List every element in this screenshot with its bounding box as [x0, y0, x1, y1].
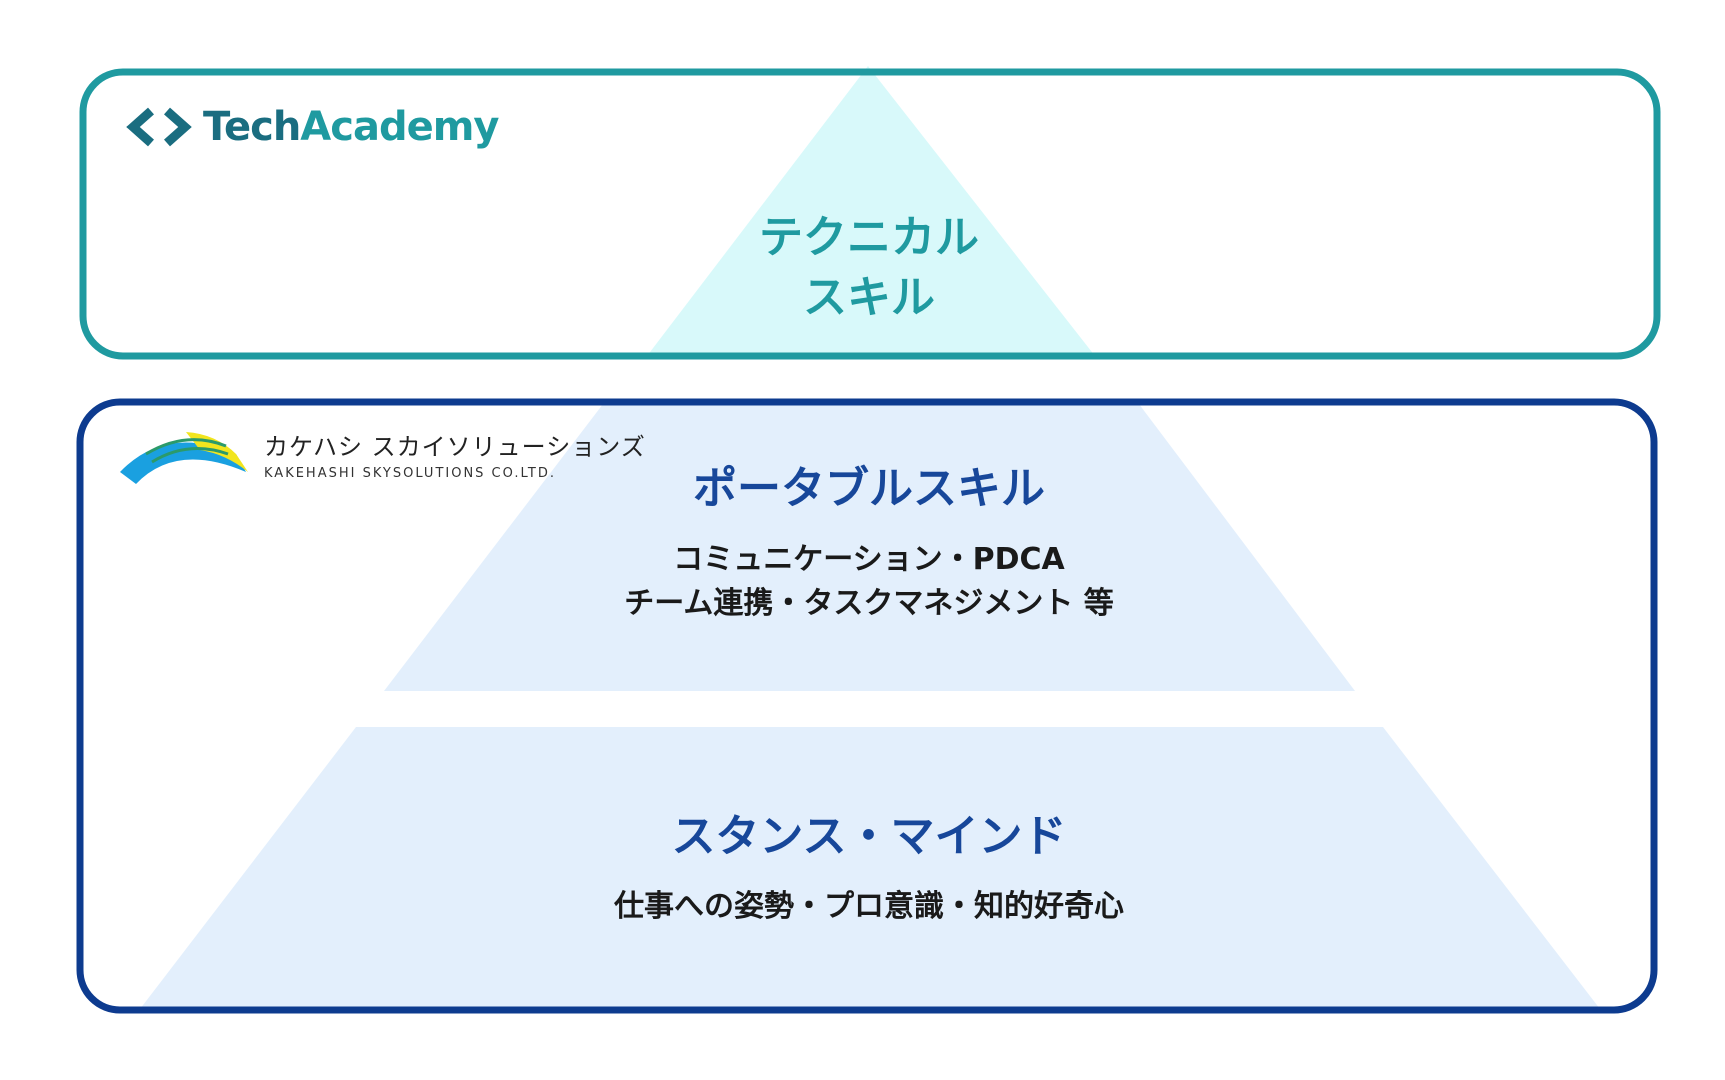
techacademy-logo: TechAcademy [125, 104, 499, 150]
kakehashi-name-en: KAKEHASHI SKYSOLUTIONS CO.LTD. [264, 466, 557, 481]
portable-line1: コミュニケーション・PDCA [673, 542, 1065, 577]
rainbow-bridge-icon [120, 432, 248, 484]
portable-skill-detail: コミュニケーション・PDCA チーム連携・タスクマネジメント 等 [624, 538, 1114, 626]
techacademy-box [79, 68, 1661, 360]
portable-skill-tier [384, 404, 1355, 691]
technical-line1: テクニカル [759, 212, 979, 263]
technical-line2: スキル [803, 272, 935, 323]
kakehashi-name-jp: カケハシ スカイソリューションズ [264, 433, 646, 461]
logo-tech: Tech [203, 104, 301, 150]
stance-mind-title: スタンス・マインド [671, 811, 1067, 862]
stance-mind-tier [140, 727, 1600, 1009]
logo-academy: Academy [300, 104, 499, 150]
technical-skill-label: テクニカル スキル [759, 208, 979, 328]
technical-skill-triangle [647, 66, 1095, 356]
code-brackets-icon [126, 107, 192, 147]
stance-mind-detail: 仕事への姿勢・プロ意識・知的好奇心 [614, 889, 1124, 924]
portable-skill-title: ポータブルスキル [693, 463, 1045, 514]
kakehashi-logo: カケハシ スカイソリューションズ KAKEHASHI SKYSOLUTIONS … [116, 424, 646, 484]
portable-line2: チーム連携・タスクマネジメント 等 [624, 586, 1114, 621]
kakehashi-box [76, 398, 1658, 1014]
